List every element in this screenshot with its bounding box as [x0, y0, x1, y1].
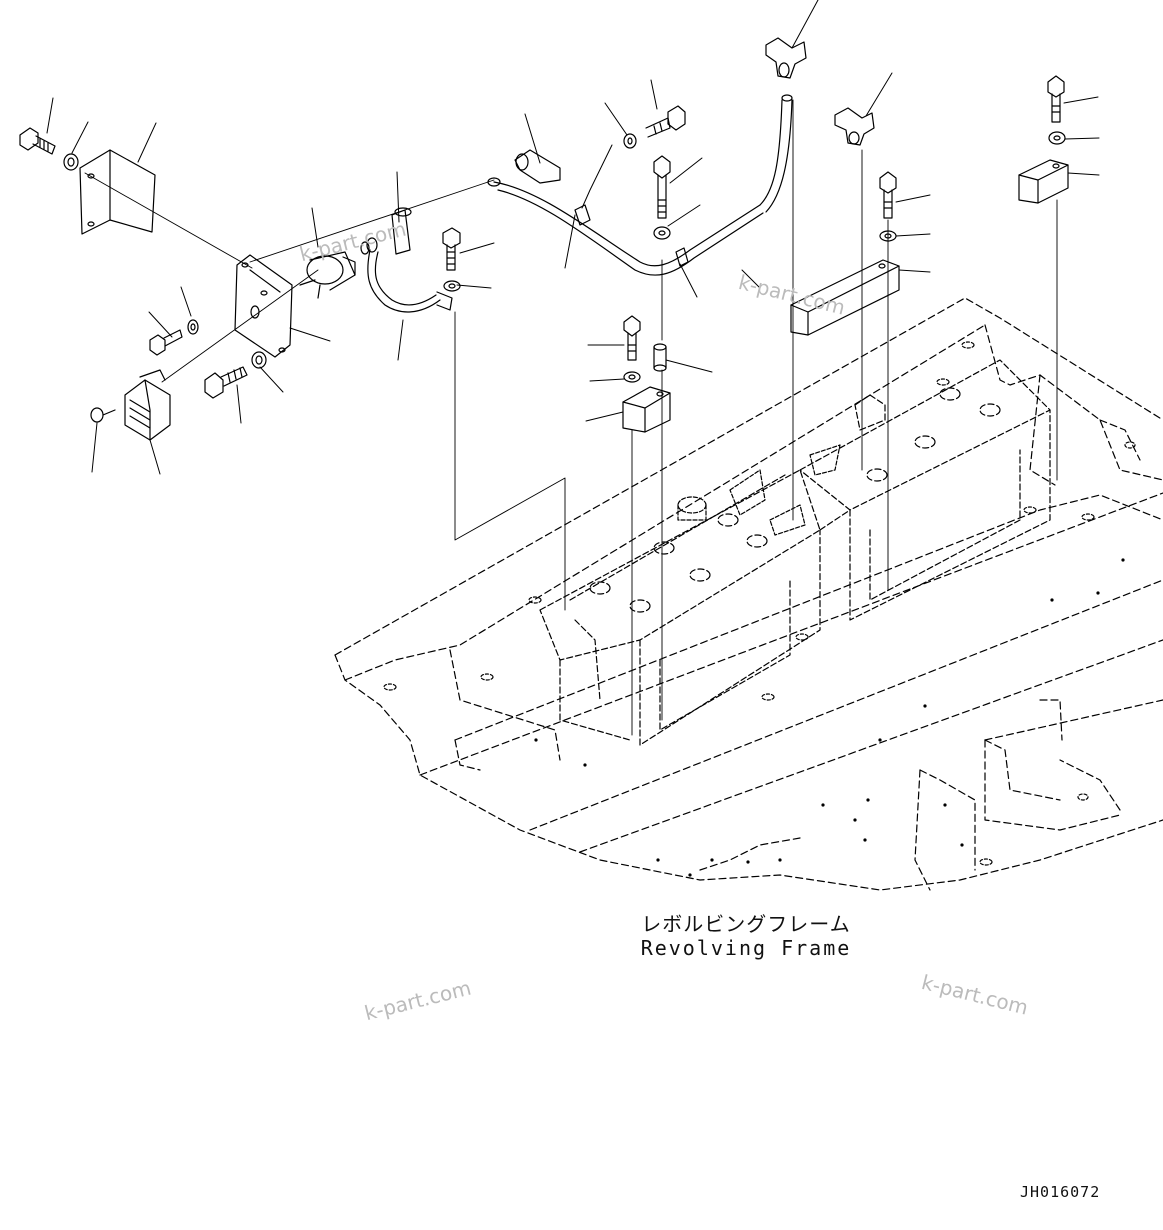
- frame-rivet-dots: [534, 558, 1125, 877]
- elbow-fitting-right: [834, 107, 875, 146]
- washer-large-lower: [251, 351, 267, 369]
- terminal-cover-cap: [391, 207, 412, 255]
- washer-lower-mid: [623, 371, 641, 383]
- battery-hold-block-small: [622, 386, 671, 433]
- frame-fastener-holes: [383, 341, 1136, 866]
- battery-hold-bar-long: [790, 259, 900, 336]
- washer-mid-short: [443, 280, 461, 292]
- bolt-lower-mid: [623, 315, 641, 361]
- revolving-frame-label-japanese: レボルビングフレーム: [641, 912, 851, 936]
- assembly-leader-lines: [84, 99, 1058, 736]
- relay-mounting-plate: [234, 254, 293, 358]
- bolt-long-mid: [653, 155, 671, 219]
- bolt-plate-lower: [149, 329, 183, 356]
- short-battery-cable: [366, 237, 453, 313]
- battery-left: [539, 469, 821, 746]
- washer-top-left: [63, 153, 79, 171]
- bolt-right-mid: [879, 171, 897, 219]
- washer-plate-lower: [187, 319, 199, 335]
- clip-fastener: [90, 407, 116, 423]
- washer-long-mid: [653, 226, 671, 240]
- washer-top-mid: [623, 133, 637, 149]
- fuse-box: [124, 369, 171, 441]
- bolt-mid-short: [442, 227, 461, 271]
- elbow-fitting-top: [765, 37, 807, 79]
- bolt-top-mid: [645, 105, 686, 138]
- terminal-cap-boot: [514, 149, 561, 184]
- bolt-large-lower: [204, 366, 248, 399]
- callout-leaders: [46, 0, 1100, 475]
- long-battery-cable: [487, 94, 793, 276]
- revolving-frame-outline: [334, 297, 1163, 891]
- battery-relay: [299, 241, 370, 299]
- bolt-top-left: [19, 127, 56, 155]
- angle-bracket-plate: [79, 149, 156, 235]
- drawing-code: JH016072: [1020, 1183, 1101, 1201]
- battery-hold-block-far-right: [1018, 159, 1069, 204]
- spacer-collar: [653, 343, 667, 372]
- bolt-far-right: [1047, 75, 1065, 123]
- battery-left-terminal-cap: [677, 444, 841, 536]
- battery-right: [799, 359, 1051, 621]
- revolving-frame-label-english: Revolving Frame: [640, 936, 852, 960]
- washer-far-right: [1048, 131, 1066, 145]
